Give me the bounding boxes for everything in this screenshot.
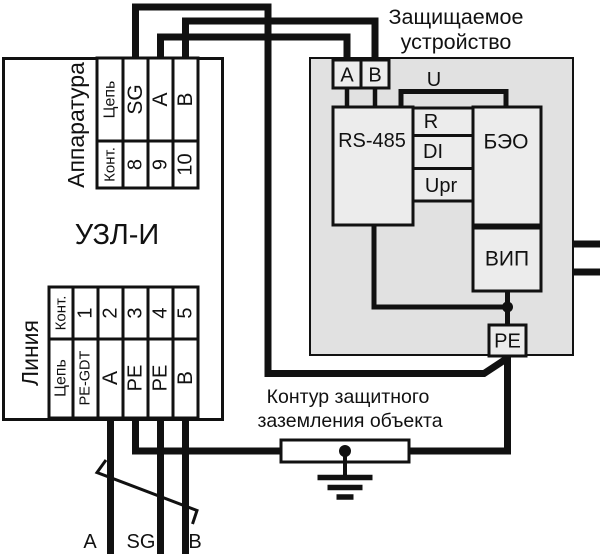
label-contact-10: 10 bbox=[175, 153, 197, 175]
label-line-circuit-a: А bbox=[99, 371, 122, 385]
signal-r-box bbox=[411, 106, 475, 137]
label-line-circuit-pe1: PE bbox=[125, 365, 147, 392]
cell-contact-10 bbox=[171, 139, 200, 190]
rs485-block bbox=[331, 105, 415, 227]
label-line-contact-1: 1 bbox=[75, 307, 97, 318]
wire-ground-bar-to-pe-terminal bbox=[408, 357, 511, 455]
vip-label: ВИП bbox=[485, 248, 529, 271]
cell-line-circuit-b bbox=[171, 337, 200, 420]
link-rs485-to-pe-node bbox=[371, 224, 506, 310]
line-wire-a-label: А bbox=[83, 531, 97, 553]
cable-group-marker bbox=[94, 459, 199, 525]
wire-pe-to-ground-bar bbox=[132, 418, 282, 455]
label-line-circuit-pegdt: PE-GDT bbox=[78, 350, 94, 405]
cell-line-circuit-a bbox=[96, 337, 125, 420]
device-terminal-a-label: А bbox=[340, 65, 354, 87]
pe-terminal-box bbox=[487, 323, 528, 358]
uzl-apparatus-side-label: Аппаратура bbox=[63, 62, 89, 188]
label-contact-header: Конт. bbox=[102, 147, 119, 182]
line-cable: А SG В bbox=[83, 459, 202, 553]
wire-sg-to-pe-bus bbox=[132, 3, 510, 377]
label-contact-9: 9 bbox=[150, 159, 172, 170]
label-line-circuit-pe2: PE bbox=[150, 365, 172, 392]
vip-block bbox=[471, 226, 543, 293]
uzl-title: УЗЛ-И bbox=[75, 219, 160, 251]
device-title-line1: Защищаемое bbox=[389, 5, 524, 29]
apparatus-terminal-table: Цепь Конт. SG А В 8 9 10 bbox=[95, 56, 200, 190]
wire-a-to-device bbox=[157, 33, 351, 66]
label-line-contact-3: 3 bbox=[125, 307, 147, 318]
earth-symbol bbox=[317, 445, 373, 500]
label-circuit-a: А bbox=[149, 92, 172, 106]
signal-upr-box bbox=[411, 167, 475, 203]
label-line-circuit-header: Цепь bbox=[53, 359, 70, 397]
line-wire-sg-label: SG bbox=[127, 531, 156, 553]
signal-di-box bbox=[411, 134, 475, 170]
label-line-contact-2: 2 bbox=[100, 307, 122, 318]
label-line-contact-4: 4 bbox=[150, 307, 172, 318]
ground-caption-line2: заземления объекта bbox=[257, 410, 442, 432]
signal-upr-label: Upr bbox=[425, 175, 458, 197]
ground-circuit: Контур защитного заземления объекта bbox=[257, 386, 443, 500]
cell-line-contact-4 bbox=[146, 285, 175, 341]
link-u-rs485-to-beo bbox=[398, 89, 509, 109]
beo-block bbox=[471, 105, 543, 227]
cell-line-circuit-pe1 bbox=[121, 337, 150, 420]
wire-b-to-device bbox=[182, 17, 379, 66]
label-circuit-header: Цепь bbox=[102, 81, 119, 119]
signal-di-label: DI bbox=[423, 141, 443, 163]
cell-line-circuit-header bbox=[47, 337, 75, 420]
device-terminal-b-box bbox=[359, 58, 391, 90]
label-line-contact-5: 5 bbox=[175, 307, 197, 318]
cell-line-circuit-pe2 bbox=[146, 337, 175, 420]
label-line-contact-header: Конт. bbox=[53, 296, 70, 331]
ground-caption-line1: Контур защитного bbox=[267, 386, 430, 408]
label-contact-8: 8 bbox=[125, 159, 147, 170]
line-wire-b-label: В bbox=[188, 531, 201, 553]
label-circuit-b: В bbox=[174, 92, 197, 106]
device-title-line2: устройство bbox=[401, 30, 512, 54]
rs485-label: RS-485 bbox=[338, 130, 406, 152]
pe-terminal-label: PE bbox=[494, 331, 521, 353]
line-terminal-table: Конт. Цепь 1 2 3 4 5 PE-GDT А PE PE В bbox=[47, 285, 200, 420]
device-terminal-b-label: В bbox=[368, 65, 381, 87]
signal-u-label: U bbox=[427, 69, 441, 91]
signal-r-label: R bbox=[424, 111, 438, 133]
cell-circuit-b bbox=[171, 56, 200, 143]
uzl-line-side-label: Линия bbox=[17, 320, 43, 386]
junction-dot bbox=[502, 301, 513, 313]
protected-device: Защищаемое устройство А В RS-485 БЭО R D… bbox=[309, 5, 574, 358]
beo-label: БЭО bbox=[484, 131, 529, 154]
uzl-block: УЗЛ-И Аппаратура Линия Цепь Конт. SG А В… bbox=[2, 56, 224, 421]
cell-circuit-a bbox=[146, 56, 175, 143]
cell-circuit-header bbox=[95, 56, 125, 143]
cell-contact-header bbox=[95, 139, 125, 190]
label-line-circuit-b: В bbox=[174, 371, 197, 385]
wires bbox=[107, 3, 600, 554]
label-circuit-sg: SG bbox=[124, 84, 147, 114]
